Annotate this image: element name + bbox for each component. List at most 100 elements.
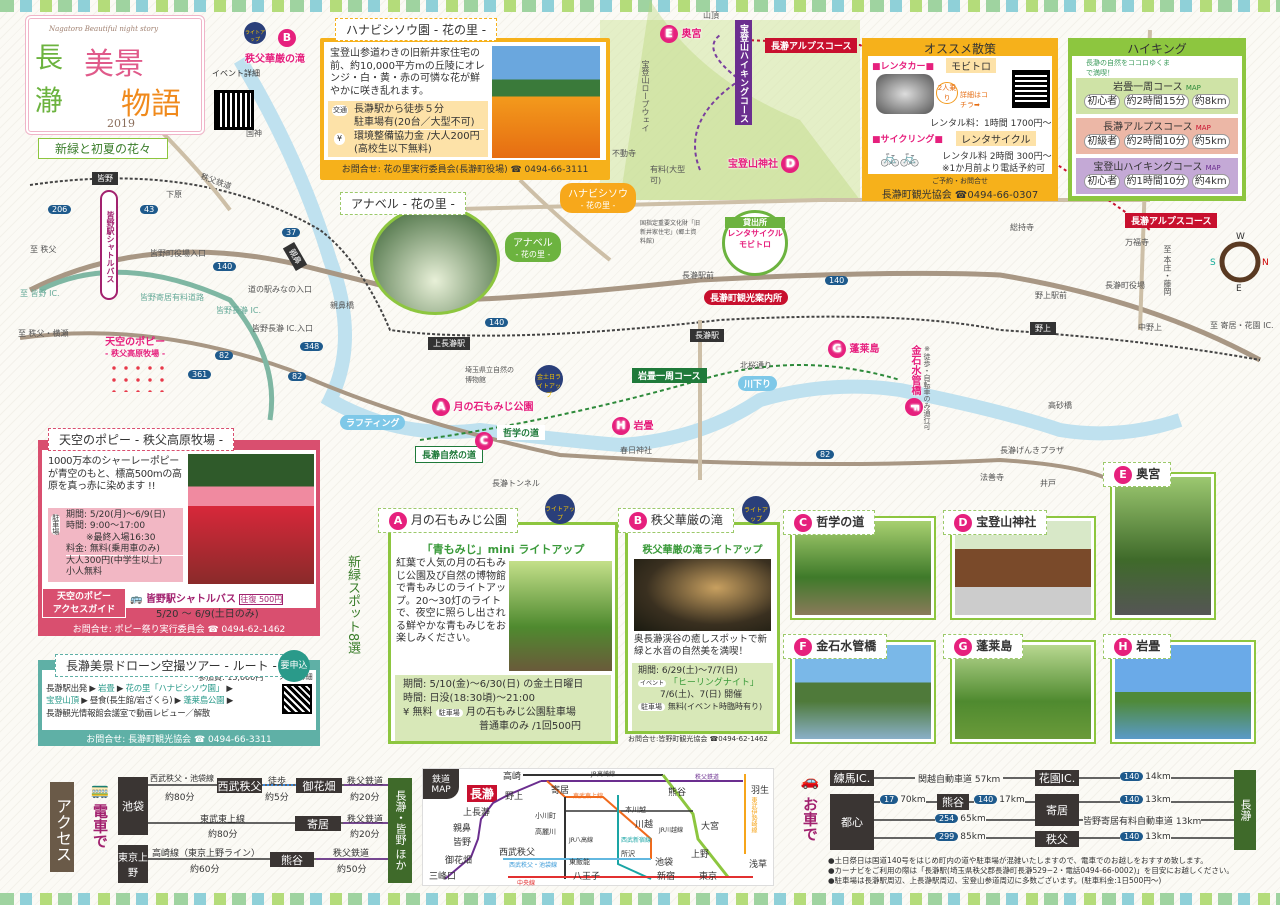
drone-qr-code[interactable] — [282, 684, 312, 714]
tourist-info-office-label[interactable]: 長瀞町観光案内所 — [704, 290, 789, 305]
hiking-course-hodosan[interactable]: 宝登山ハイキングコース MAP 初心者 約1時間10分 約4km — [1076, 158, 1238, 194]
road-number-badge: 37 — [282, 228, 302, 237]
event-qr-code[interactable] — [214, 90, 254, 130]
route-82-road — [19, 331, 1111, 482]
line-label: 秩父鉄道 — [347, 777, 384, 787]
city-center: 都心 — [830, 794, 874, 850]
station-nagatoro[interactable]: 長瀞駅 — [690, 329, 724, 342]
shuttle-bus-info: 🚌 皆野駅シャトルバス 往復 500円 — [130, 594, 284, 605]
station-minano[interactable]: 皆野 — [92, 172, 118, 185]
poi-e-marker[interactable]: E 奥宮 — [660, 25, 701, 43]
anabel-tag: アナベル- 花の里 - — [505, 232, 561, 262]
poi-f-marker[interactable]: 金石水管橋 F — [905, 345, 923, 417]
event-qr-label: イベント詳細 — [212, 69, 260, 78]
road-number-badge: 140 — [825, 276, 850, 285]
philosophy-path-label: 哲学の道 — [497, 425, 546, 440]
map-label: ※徒歩・自転車のみ通行可 — [923, 345, 931, 430]
iwadatami-course-label[interactable]: 岩畳一周コース — [632, 368, 707, 383]
spot-a-title: A 月の石もみじ公園 — [378, 508, 518, 533]
hiking-course-alps[interactable]: 長瀞アルプスコース MAP 初級者 約2時間10分 約5km — [1076, 118, 1238, 154]
map-label: 山頂 — [703, 11, 719, 20]
train-lines — [148, 784, 388, 860]
map-label: 親鼻橋 — [330, 301, 354, 310]
rafting-label[interactable]: ラフティング — [340, 415, 406, 430]
map-label: 皆野長瀞 IC.入口 — [252, 324, 314, 333]
lightup-badge-icon: ライトアップ — [545, 494, 575, 524]
lightup-badge-icon: 金土日ライトアップ — [535, 365, 563, 399]
map-label: 高砂橋 — [1048, 401, 1072, 410]
top-decoration-strip — [0, 0, 1280, 12]
photo-g-label: G 蓬莱島 — [943, 634, 1024, 659]
rental-qr-code[interactable] — [1012, 70, 1050, 108]
poi-c-marker[interactable]: C — [475, 432, 493, 450]
destination-nagatoro-minano: 長瀞・皆野 ほか — [388, 778, 412, 883]
river-boat-label[interactable]: 川下り — [738, 376, 778, 391]
hanabishi-info: 交通 長瀞駅から徒歩５分駐車場有(20台／大型不可) ¥ 環境整備協力金 /大人… — [328, 101, 488, 157]
map-label: 下原 — [166, 190, 182, 199]
map-label: 不動寺 — [612, 149, 636, 158]
alps-course-label-2[interactable]: 長瀞アルプスコース — [1125, 213, 1218, 228]
map-label: 皆野町役場入口 — [150, 249, 206, 258]
hodosan-course-label[interactable]: 宝登山ハイキングコース — [735, 20, 752, 125]
map-label: 長瀞げんきプラザ — [1000, 446, 1064, 455]
map-label: 国指定重要文化財「旧新井家住宅」(郷土資料館) — [640, 220, 701, 245]
city-chichibu: 秩父 — [1035, 831, 1079, 847]
line-label: 徒歩 — [268, 777, 287, 787]
road-label: 関越自動車道 57km — [915, 772, 1004, 785]
car-heading: 🚗お車で — [801, 778, 819, 842]
rail-map[interactable]: 鉄道MAP 長瀞 高崎 寄居 熊谷 羽生 野上 上長瀞 親鼻 皆野 御花畑 三峰… — [422, 768, 774, 887]
poi-g-marker[interactable]: G 蓬莱島 — [828, 340, 879, 358]
station-ikebukuro: 池袋 — [118, 777, 148, 835]
hanabishi-panel: 宝登山参道わきの旧新井家住宅の前、約10,000平方mの丘陵にオレンジ・白・黄・… — [320, 38, 610, 180]
hanabishi-tag: ハナビシソウ- 花の里 - — [560, 183, 636, 213]
poppy-illustration — [108, 362, 168, 392]
hanabishi-photo — [492, 46, 600, 158]
map-label: 春日神社 — [620, 446, 652, 455]
hiking-course-iwadatami[interactable]: 岩畳一周コース MAP 初心者 約2時間15分 約8km — [1076, 78, 1238, 114]
poi-b-name[interactable]: 秩父華厳の滝 — [245, 54, 305, 65]
poi-d-marker[interactable]: 宝登山神社 D — [728, 155, 800, 173]
map-label: 皆野寄居有料道路 — [140, 293, 204, 302]
station-yorii: 寄居 — [295, 816, 341, 831]
poi-a-marker[interactable]: A 月の石もみじ公園 — [432, 398, 533, 416]
station-nogami[interactable]: 野上 — [1030, 322, 1056, 335]
map-label: 長瀞町役場 — [1105, 281, 1145, 290]
road-number-badge: 348 — [300, 342, 325, 351]
line-label: 西武秩父・池袋線 — [150, 774, 214, 783]
poi-b-marker[interactable]: B — [278, 26, 296, 47]
time-label: 約20分 — [350, 793, 380, 803]
map-label: 皆野長瀞 IC. — [216, 306, 262, 315]
map-label: 至 秩父 — [30, 245, 57, 254]
poppy-photo — [188, 454, 314, 584]
spots-label: 新緑スポット8選 — [345, 555, 360, 655]
map-label: 長瀞駅前 — [682, 271, 714, 280]
map-label: 埼玉県立自然の博物館 — [465, 366, 514, 384]
anabel-ribbon: アナベル - 花の里 - — [340, 192, 466, 215]
title-subtitle: 新緑と初夏の花々 — [38, 138, 169, 159]
map-label: 宝登山ロープウェイ — [641, 60, 650, 132]
compass-w: W — [1236, 232, 1245, 242]
nature-trail-label: 長瀞自然の道 — [415, 446, 484, 463]
spot-b-contact: お問合せ:皆野町観光協会 ☎0494-62-1462 — [628, 735, 768, 743]
hanabishi-contact: お問合せ: 花の里実行委員会(長瀞町役場) ☎ 0494-66-3111 — [341, 165, 589, 175]
lightup-badge-icon: ライトアップ — [244, 22, 266, 44]
poppy-title: 天空のポピー - 秩父高原牧場 - — [48, 428, 235, 451]
alps-course-label[interactable]: 長瀞アルプスコース — [765, 38, 858, 53]
rental-station[interactable]: 貸出所 レンタサイクル モビトロ — [722, 210, 788, 276]
road-label: 皆野寄居有料自動車道 13km — [1083, 814, 1202, 827]
spot-b-photo — [634, 559, 771, 631]
poi-h-marker[interactable]: H 岩畳 — [612, 417, 653, 435]
compass-e: E — [1236, 284, 1242, 294]
road-number-badge: 43 — [140, 205, 160, 214]
station-kaminagatoro[interactable]: 上長瀞駅 — [428, 337, 470, 350]
road-number-badge: 206 — [48, 205, 73, 214]
poppy-tag: 天空のポピー- 秩父高原牧場 - — [105, 337, 166, 358]
line-label: 秩父鉄道 — [333, 849, 370, 859]
time-label: 約50分 — [337, 865, 367, 875]
